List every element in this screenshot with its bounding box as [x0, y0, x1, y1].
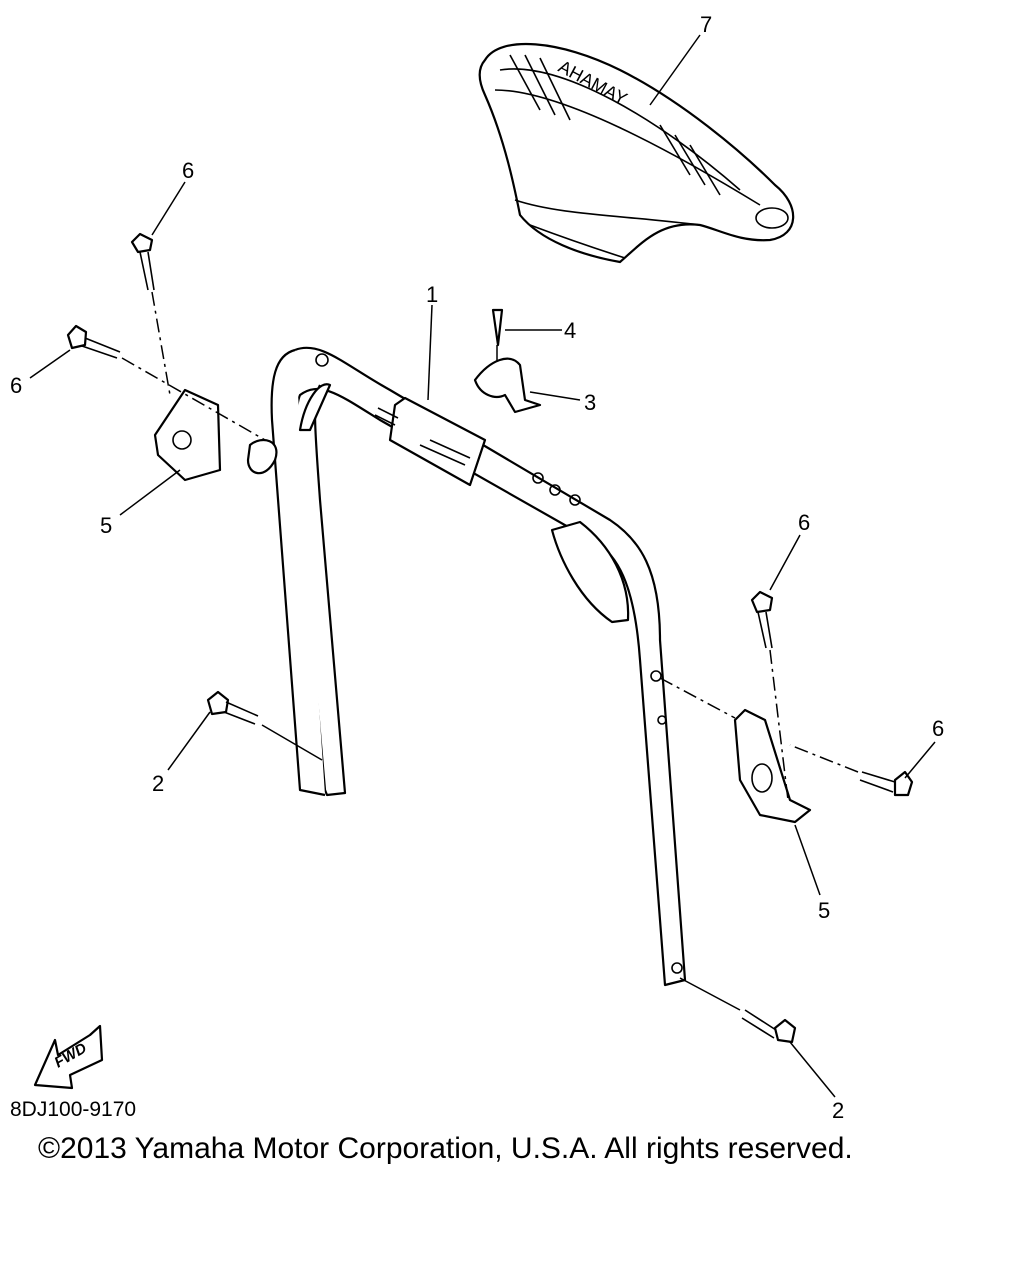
bottom-bolts: [206, 690, 797, 1044]
callout-6: 6: [182, 158, 194, 183]
callout-3: 3: [584, 390, 596, 415]
pin-and-clip: [473, 308, 542, 414]
callout-5: 5: [100, 513, 112, 538]
copyright-notice: ©2013 Yamaha Motor Corporation, U.S.A. A…: [38, 1132, 853, 1165]
handle-bar-frame: [270, 346, 687, 987]
leader-lines: [29, 34, 936, 1098]
seat-part: YAMAHA: [478, 42, 795, 264]
callout-6: 6: [798, 510, 810, 535]
callout-2: 2: [152, 771, 164, 796]
left-bracket: [66, 232, 278, 482]
callout-4: 4: [564, 318, 576, 343]
fwd-arrow-icon: FWD: [33, 1024, 104, 1090]
callout-6: 6: [932, 716, 944, 741]
callout-2: 2: [832, 1098, 844, 1123]
diagram-part-number: 8DJ100-9170: [10, 1098, 137, 1121]
right-bracket: [659, 590, 914, 824]
callout-1: 1: [426, 282, 438, 307]
callout-5: 5: [818, 898, 830, 923]
callout-6: 6: [10, 373, 22, 398]
callout-7: 7: [700, 12, 712, 37]
clamp-part: [374, 396, 487, 487]
callout-labels: 7 6 6 1 4 3 5 6 6 2 5 2: [10, 12, 944, 1123]
